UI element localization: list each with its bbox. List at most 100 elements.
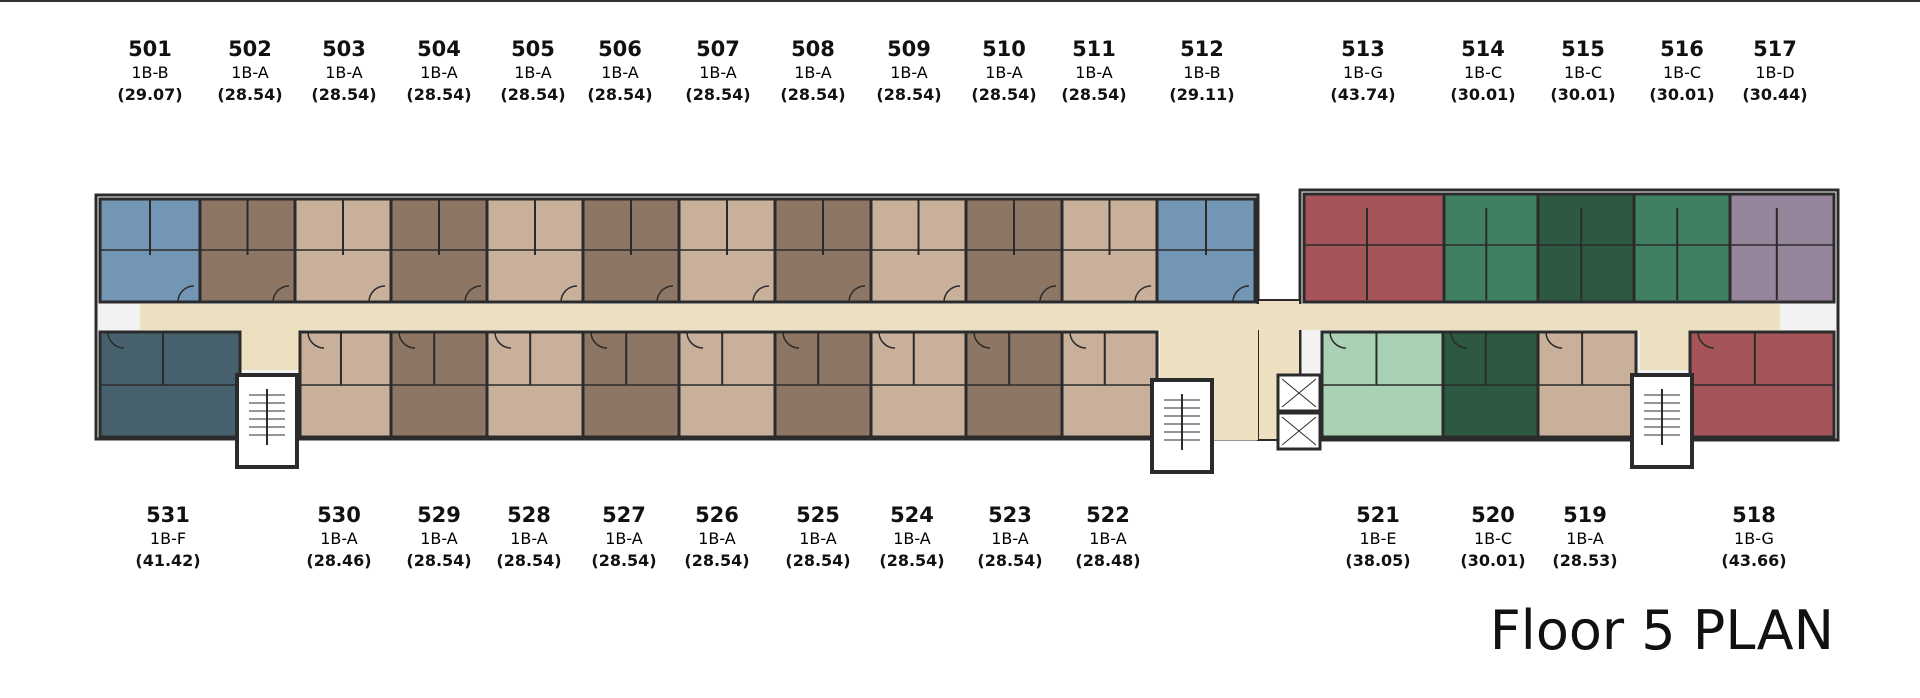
top-unit-block-516 xyxy=(1632,192,1732,304)
unit-area: (28.54) xyxy=(217,85,283,104)
unit-type: 1B-C xyxy=(1563,63,1603,82)
unit-area: (28.54) xyxy=(587,85,653,104)
unit-num: 508 xyxy=(791,37,835,61)
top-unit-block-513 xyxy=(1302,192,1446,304)
door-swing-icon xyxy=(1329,331,1347,349)
unit-type: 1B-A xyxy=(893,529,931,548)
unit-num: 506 xyxy=(598,37,642,61)
main-corridor-east xyxy=(1290,304,1780,330)
unit-num: 520 xyxy=(1471,503,1515,527)
unit-type: 1B-A xyxy=(320,529,358,548)
unit-area: (28.54) xyxy=(785,551,851,570)
unit-label-503: 503 1B-A (28.54) xyxy=(311,36,376,108)
plan-title: Floor 5 PLAN xyxy=(1489,599,1834,662)
unit-type: 1B-A xyxy=(325,63,363,82)
unit-type: 1B-G xyxy=(1734,529,1774,548)
unit-num: 527 xyxy=(602,503,646,527)
door-swing-icon xyxy=(686,331,704,349)
unit-area: (28.54) xyxy=(684,551,750,570)
unit-area: (28.54) xyxy=(780,85,846,104)
door-swing-icon xyxy=(782,331,800,349)
unit-num: 504 xyxy=(417,37,461,61)
unit-type: 1B-A xyxy=(985,63,1023,82)
unit-type: 1B-A xyxy=(510,529,548,548)
unit-area: (29.07) xyxy=(117,85,183,104)
door-swing-icon xyxy=(973,331,991,349)
unit-type: 1B-A xyxy=(605,529,643,548)
unit-type: 1B-A xyxy=(1089,529,1127,548)
door-swing-icon xyxy=(177,285,195,303)
unit-area: (30.01) xyxy=(1649,85,1715,104)
unit-num: 513 xyxy=(1341,37,1385,61)
corridor-stair-landing-east xyxy=(1640,330,1690,370)
door-swing-icon xyxy=(590,331,608,349)
unit-area: (30.01) xyxy=(1450,85,1516,104)
door-swing-icon xyxy=(1450,331,1468,349)
door-swing-icon xyxy=(1232,285,1250,303)
unit-area: (28.54) xyxy=(311,85,377,104)
door-swing-icon xyxy=(1697,331,1715,349)
unit-num: 509 xyxy=(887,37,931,61)
unit-num: 529 xyxy=(417,503,461,527)
unit-area: (30.01) xyxy=(1550,85,1616,104)
unit-type: 1B-A xyxy=(420,63,458,82)
unit-num: 505 xyxy=(511,37,555,61)
unit-num: 507 xyxy=(696,37,740,61)
elevator-x xyxy=(1281,378,1317,408)
unit-area: (28.54) xyxy=(591,551,657,570)
door-swing-icon xyxy=(368,285,386,303)
door-swing-icon xyxy=(878,331,896,349)
main-corridor-west xyxy=(140,304,1290,330)
unit-num: 515 xyxy=(1561,37,1605,61)
unit-type: 1B-A xyxy=(514,63,552,82)
unit-label-508: 508 1B-A (28.54) xyxy=(780,36,845,108)
unit-area: (29.11) xyxy=(1169,85,1235,104)
unit-area: (28.54) xyxy=(500,85,566,104)
unit-num: 522 xyxy=(1086,503,1130,527)
unit-area: (28.54) xyxy=(1061,85,1127,104)
door-swing-icon xyxy=(1134,285,1152,303)
unit-num: 503 xyxy=(322,37,366,61)
unit-num: 530 xyxy=(317,503,361,527)
unit-type: 1B-F xyxy=(149,529,187,548)
unit-type: 1B-A xyxy=(601,63,639,82)
door-swing-icon xyxy=(848,285,866,303)
unit-type: 1B-A xyxy=(799,529,837,548)
unit-type: 1B-A xyxy=(1075,63,1113,82)
door-swing-icon xyxy=(398,331,416,349)
unit-type: 1B-A xyxy=(699,63,737,82)
unit-label-515: 515 1B-C (30.01) xyxy=(1550,36,1615,108)
door-swing-icon xyxy=(1039,285,1057,303)
unit-area: (41.42) xyxy=(135,551,201,570)
unit-type: 1B-B xyxy=(1183,63,1221,82)
unit-num: 524 xyxy=(890,503,934,527)
door-swing-icon xyxy=(307,331,325,349)
unit-type: 1B-A xyxy=(794,63,832,82)
unit-area: (30.01) xyxy=(1460,551,1526,570)
unit-area: (43.74) xyxy=(1330,85,1396,104)
top-unit-block-514 xyxy=(1442,192,1540,304)
unit-num: 523 xyxy=(988,503,1032,527)
unit-num: 516 xyxy=(1660,37,1704,61)
unit-num: 517 xyxy=(1753,37,1797,61)
door-swing-icon xyxy=(752,285,770,303)
unit-num: 519 xyxy=(1563,503,1607,527)
unit-num: 531 xyxy=(146,503,190,527)
unit-area: (28.53) xyxy=(1552,551,1618,570)
unit-area: (28.54) xyxy=(496,551,562,570)
door-swing-icon xyxy=(943,285,961,303)
unit-area: (43.66) xyxy=(1721,551,1787,570)
